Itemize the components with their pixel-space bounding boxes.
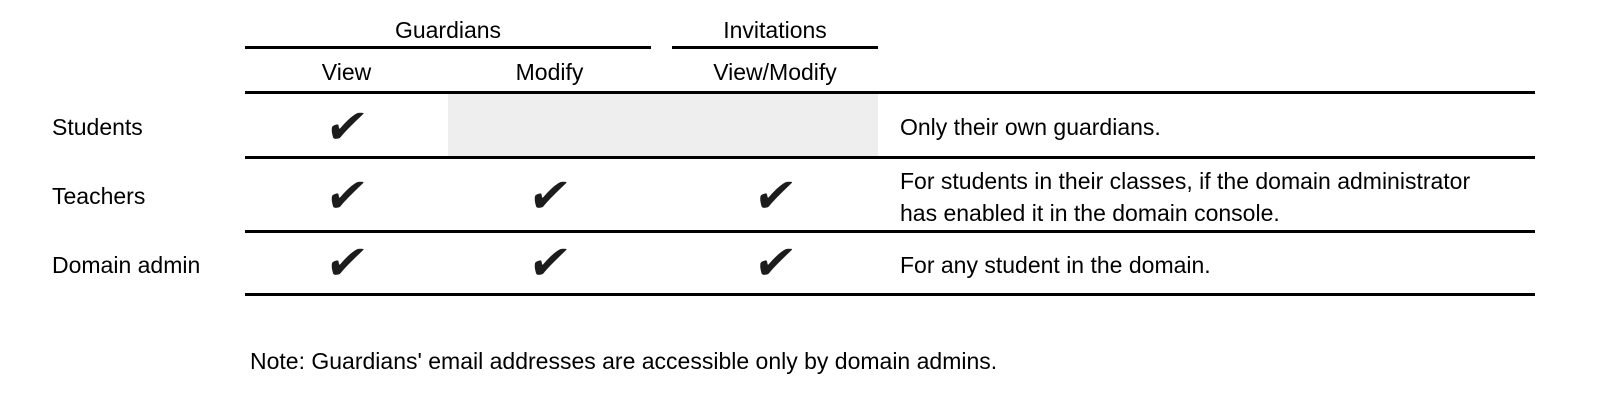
row-label-domain-admin: Domain admin — [52, 252, 201, 278]
note-students: Only their own guardians. — [900, 114, 1161, 140]
check-students-modify — [444, 102, 656, 152]
rule-header-bottom — [245, 91, 1535, 94]
check-domain-admin-modify: ✔ — [524, 235, 575, 291]
check-domain-admin-view-modify: ✔ — [749, 235, 801, 291]
note-domain-admin: For any student in the domain. — [900, 252, 1211, 278]
check-teachers-view-modify: ✔ — [749, 168, 801, 224]
column-header-view-modify: View/Modify — [713, 59, 837, 85]
rule-after-domain-admin — [245, 293, 1535, 296]
check-students-view-modify — [668, 102, 883, 152]
row-label-students: Students — [52, 114, 143, 140]
rule-after-teachers — [245, 230, 1535, 233]
column-group-header-guardians: Guardians — [245, 14, 651, 49]
row-label-teachers: Teachers — [52, 183, 146, 209]
check-students-view: ✔ — [321, 99, 372, 155]
rule-after-students — [245, 156, 1535, 159]
footnote: Note: Guardians' email addresses are acc… — [250, 348, 998, 374]
note-teachers: For students in their classes, if the do… — [900, 168, 1471, 226]
column-header-view: View — [321, 59, 372, 85]
check-teachers-view: ✔ — [321, 168, 372, 224]
check-domain-admin-view: ✔ — [321, 235, 372, 291]
check-teachers-modify: ✔ — [524, 168, 575, 224]
students-disabled-cells-block — [448, 94, 878, 156]
column-header-modify: Modify — [515, 59, 584, 85]
column-group-header-invitations: Invitations — [672, 14, 878, 49]
